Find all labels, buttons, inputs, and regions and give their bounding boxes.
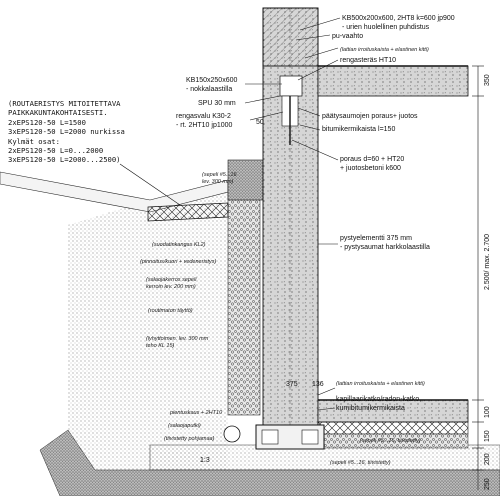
label-rengasteras: rengasteräs HT10 — [340, 57, 396, 64]
svg-text:(sepeli #5...16, tiivistetty): (sepeli #5...16, tiivistetty) — [330, 460, 391, 466]
label-num-136: 136 — [312, 381, 324, 388]
dim-100: 100 — [484, 406, 491, 418]
label-juotosbetoni: + juotosbetoni k600 — [340, 165, 401, 172]
label-num-375: 375 — [286, 381, 298, 388]
svg-text:3xEPS120-50 L=2000 nurkissa: 3xEPS120-50 L=2000 nurkissa — [8, 127, 125, 136]
label-lattian-top: (lattian irroituskaista + elastinen kitt… — [340, 47, 429, 53]
dim-150: 150 — [484, 430, 491, 442]
drain-pipe — [223, 425, 241, 443]
dim-200: 200 — [484, 453, 491, 465]
label-rt: - rt. 2HT10 jp1000 — [176, 122, 233, 129]
svg-text:(sepeli #5...16, tiivistetty): (sepeli #5...16, tiivistetty) — [360, 438, 421, 444]
drainage-gravel-layer — [227, 179, 261, 416]
hollow-block-top — [279, 75, 303, 97]
svg-text:(pinnoitus/kuori + vedeneristy: (pinnoitus/kuori + vedeneristys) — [140, 259, 216, 265]
svg-text:(salaojaputki): (salaojaputki) — [168, 423, 201, 429]
svg-text:2xEPS120-50 L=1500: 2xEPS120-50 L=1500 — [8, 118, 86, 127]
frost-insulation-boards — [147, 202, 229, 222]
svg-text:pientuskaus + 2HT10: pientuskaus + 2HT10 — [169, 410, 223, 416]
label-nokkalaastilla: - nokkalaastilla — [186, 86, 232, 93]
upper-beam — [262, 7, 319, 67]
label-kb150: KB150x250x600 — [186, 77, 237, 84]
compacted-subsoil — [39, 429, 500, 496]
dim-350: 350 — [484, 74, 491, 86]
label-spu: SPU 30 mm — [198, 100, 236, 107]
dimension-column — [472, 65, 484, 490]
svg-text:(lyhyttoimen. lev. 300 mm: (lyhyttoimen. lev. 300 mm — [146, 336, 209, 342]
svg-text:(tiivistetty pohjamaa): (tiivistetty pohjamaa) — [164, 436, 215, 442]
dim-2500: 2.500/ max. 2.700 — [484, 234, 491, 290]
label-num-50: 50 — [256, 119, 264, 126]
label-rengasvalu: rengasvalu K30-2 — [176, 113, 231, 120]
drainage-top-mound — [227, 159, 269, 201]
wall-element — [262, 7, 319, 429]
label-paatysaumojen: päätysaumojen poraus+ juotos — [322, 113, 418, 120]
label-pystysaumat: - pystysaumat harkkolaastilla — [340, 244, 430, 251]
upper-floor-slab — [317, 65, 469, 97]
layer-labels: (sepeli #5...16 lev. 300 mm) (suodatinka… — [140, 172, 421, 466]
label-pystyelementti: pystyelementti 375 mm — [340, 235, 412, 242]
svg-text:2xEPS120-50 L=0...2000: 2xEPS120-50 L=0...2000 — [8, 146, 103, 155]
label-kumibitumikermikaista: kumibitumikermikaista — [336, 405, 405, 412]
label-pu-vaahto: pu-vaahto — [332, 33, 363, 40]
label-poraus: poraus d=60 + HT20 — [340, 156, 404, 163]
svg-text:PAIKKAKUNTAKOHTAISESTI.: PAIKKAKUNTAKOHTAISESTI. — [8, 108, 108, 117]
label-urien: - urien huolellinen puhdistus — [342, 24, 430, 31]
label-kb500: KB500x200x600, 2HT8 k=600 jp900 — [342, 15, 455, 22]
frost-insulation-note: (ROUTAERISTYS MITOITETTAVA PAIKKAKUNTAKO… — [8, 99, 181, 206]
under-slab-insulation — [317, 421, 469, 435]
ground-fill-area — [68, 188, 228, 470]
svg-text:Kylmät osat:: Kylmät osat: — [8, 137, 60, 146]
label-kapillaarikatko: kapillaarikatko/radon-katko, — [336, 396, 421, 403]
bottom-gravel-base — [149, 444, 500, 471]
svg-text:(suodatinkangas KL2): (suodatinkangas KL2) — [152, 242, 206, 248]
svg-text:kerroin lev. 200 mm): kerroin lev. 200 mm) — [146, 284, 196, 290]
svg-text:lev. 300 mm): lev. 300 mm) — [202, 179, 234, 185]
svg-text:(ROUTAERISTYS MITOITETTAVA: (ROUTAERISTYS MITOITETTAVA — [8, 99, 121, 108]
svg-text:(routimaton täyttö): (routimaton täyttö) — [148, 308, 193, 314]
label-bitumikermikaista: bitumikermikaista l=150 — [322, 126, 395, 133]
dim-250: 250 — [484, 478, 491, 490]
svg-text:3xEPS120-50 L=2000...2500): 3xEPS120-50 L=2000...2500) — [8, 155, 121, 164]
slope-ratio: 1:3 — [200, 457, 210, 464]
svg-text:teho KL 15): teho KL 15) — [146, 343, 175, 349]
svg-text:(salaojakerros sepeli: (salaojakerros sepeli — [146, 277, 197, 283]
leader-lines — [244, 17, 341, 411]
svg-text:(sepeli #5...16: (sepeli #5...16 — [202, 172, 237, 178]
label-lattian-bottom: (lattian irroituskaista + elastinen kitt… — [336, 381, 425, 387]
